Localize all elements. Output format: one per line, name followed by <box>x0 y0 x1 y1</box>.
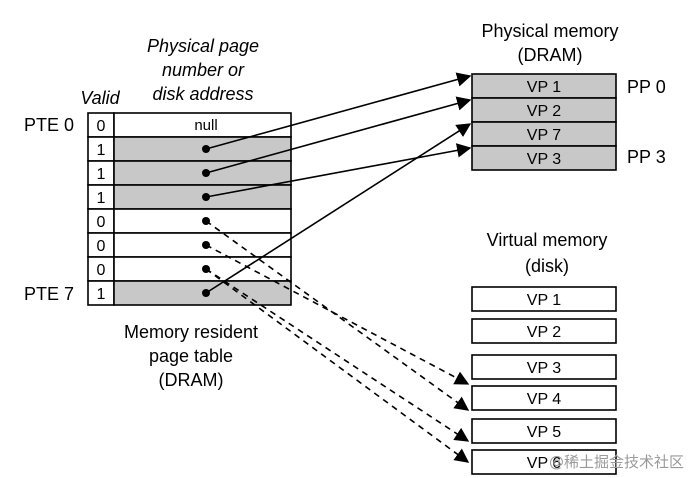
pte-address-text: null <box>194 117 217 134</box>
disk-page: VP 4 <box>471 385 617 411</box>
pte-valid-bit: 1 <box>97 142 106 159</box>
physical-memory-title-line2: (DRAM) <box>518 45 583 65</box>
pte-row: 0 <box>87 208 292 234</box>
dram-mapping-arrow <box>205 123 472 294</box>
physical-page: VP 1 <box>471 73 617 99</box>
pte-row: 1 <box>87 280 292 306</box>
valid-header: Valid <box>80 88 120 108</box>
ppn-header-line1: Physical page <box>147 36 259 56</box>
ppn-header-line2: number or <box>162 60 245 80</box>
pte-row: 0 null <box>87 112 292 138</box>
physical-page-box <box>471 145 617 171</box>
disk-page: VP 6 <box>471 449 617 475</box>
pte-valid-bit: 0 <box>97 238 106 255</box>
virtual-memory-title-line1: Virtual memory <box>487 230 608 250</box>
disk-page: VP 2 <box>471 318 617 344</box>
physical-page: VP 2 <box>471 97 617 123</box>
pte-row: 1 <box>87 160 292 186</box>
disk-page-label: VP 3 <box>527 360 562 377</box>
disk-page-label: VP 1 <box>527 292 562 309</box>
page-table-caption-line2: page table <box>149 346 233 366</box>
physical-memory: VP 1 VP 2 VP 7 VP 3 <box>471 73 617 171</box>
dram-mapping-arrow <box>205 72 472 150</box>
pte-row: 1 <box>87 184 292 210</box>
physical-page-box <box>471 121 617 147</box>
disk-page-label: VP 2 <box>527 324 562 341</box>
pte-valid-cell <box>87 136 115 162</box>
pte-valid-bit: 1 <box>97 190 106 207</box>
disk-page-box <box>471 449 617 475</box>
disk-page-label: VP 5 <box>527 424 562 441</box>
dram-mapping-arrow <box>205 96 472 174</box>
disk-mapping-arrow <box>205 268 470 463</box>
disk-page-box <box>471 318 617 344</box>
pte-valid-cell <box>87 256 115 282</box>
virtual-memory: VP 1 VP 2 VP 3 VP 4 VP 6 VP 5 <box>471 286 617 475</box>
disk-page: VP 3 <box>471 354 617 380</box>
disk-page-box <box>471 418 617 444</box>
dram-mapping-arrow <box>205 143 472 198</box>
physical-page-label: VP 1 <box>527 79 562 96</box>
mapping-arrows <box>205 72 472 463</box>
pte-valid-cell <box>87 184 115 210</box>
disk-page: VP 1 <box>471 286 617 312</box>
disk-page-label: VP 6 <box>527 455 562 472</box>
physical-page-label: VP 3 <box>527 151 562 168</box>
pp-first-label: PP 0 <box>627 77 666 97</box>
pte-valid-bit: 0 <box>97 118 106 135</box>
pte-valid-cell <box>87 208 115 234</box>
physical-page-box <box>471 73 617 99</box>
disk-page-box <box>471 354 617 380</box>
disk-page-box <box>471 286 617 312</box>
disk-page-box <box>471 385 617 411</box>
disk-page: VP 5 <box>471 418 617 444</box>
physical-memory-title-line1: Physical memory <box>481 21 618 41</box>
physical-page-label: VP 2 <box>527 103 562 120</box>
page-table-caption-line1: Memory resident <box>124 322 258 342</box>
disk-mapping-arrow <box>205 268 470 442</box>
page-table-caption-line3: (DRAM) <box>159 370 224 390</box>
watermark: @稀土掘金技术社区 <box>549 453 684 471</box>
pte-first-label: PTE 0 <box>24 115 74 135</box>
page-table: 0 null 1 1 1 0 0 0 1 <box>87 112 292 306</box>
disk-page-label: VP 4 <box>527 391 562 408</box>
pte-row: 0 <box>87 232 292 258</box>
pte-valid-bit: 1 <box>97 286 106 303</box>
virtual-memory-title-line2: (disk) <box>525 256 569 276</box>
pte-valid-bit: 0 <box>97 262 106 279</box>
pte-row: 1 <box>87 136 292 162</box>
pte-valid-bit: 1 <box>97 166 106 183</box>
pte-last-label: PTE 7 <box>24 284 74 304</box>
physical-page: VP 7 <box>471 121 617 147</box>
ppn-header-line3: disk address <box>152 84 253 104</box>
disk-mapping-arrow <box>205 244 470 385</box>
physical-page: VP 3 <box>471 145 617 171</box>
physical-page-label: VP 7 <box>527 127 562 144</box>
pte-valid-bit: 0 <box>97 214 106 231</box>
pp-last-label: PP 3 <box>627 147 666 167</box>
disk-mapping-arrow <box>205 220 470 411</box>
